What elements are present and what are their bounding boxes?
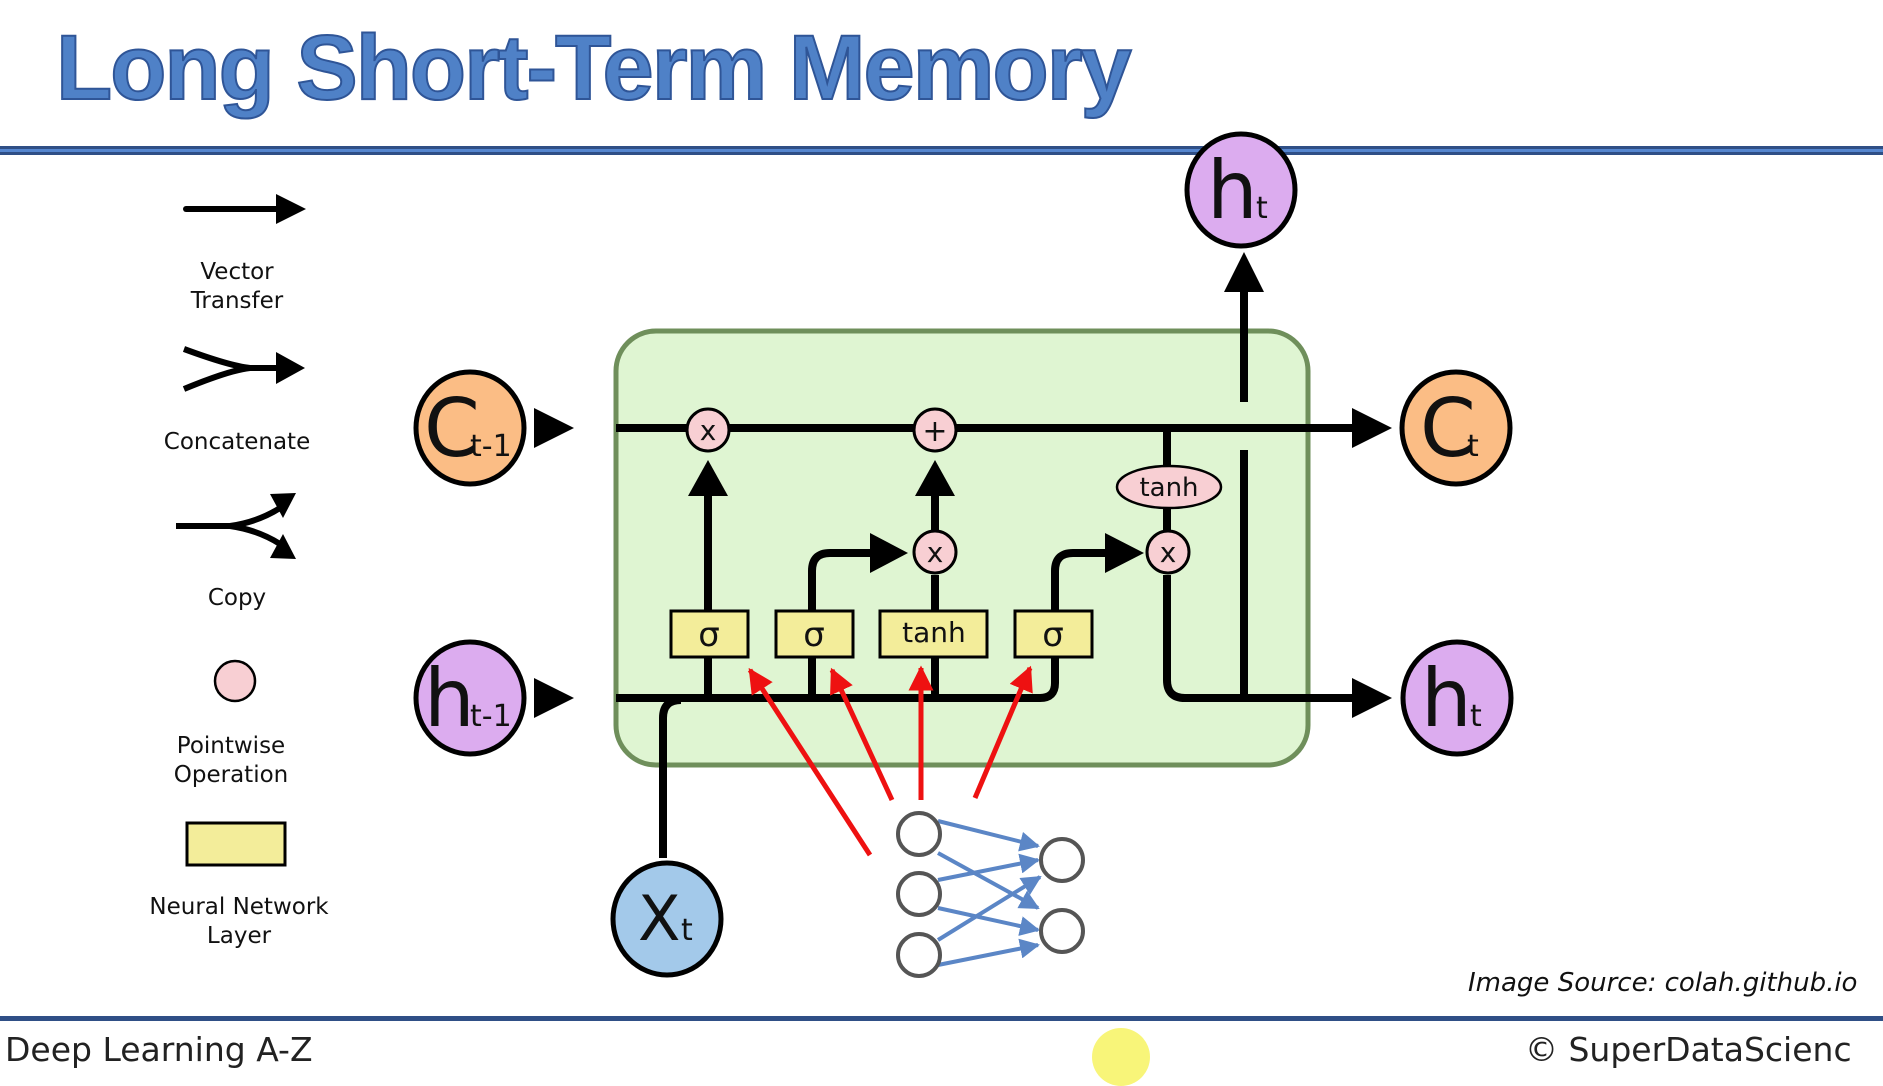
legend-label-concatenate: Concatenate: [164, 429, 310, 455]
legend-label-neural-network: Neural Network: [149, 894, 329, 920]
lstm-diagram: Vector Transfer Concatenate Copy Pointwi…: [149, 131, 1514, 978]
red-arrow-forget: [747, 667, 873, 857]
svg-text:C: C: [424, 382, 480, 475]
svg-text:σ: σ: [803, 615, 825, 655]
mouse-cursor-highlight: [1092, 1028, 1150, 1086]
image-source-caption: Image Source: colah.github.io: [1468, 968, 1858, 998]
node-c-t: C t: [1399, 369, 1513, 487]
input-line: [659, 696, 682, 858]
node-h-t-right: h t: [1400, 639, 1514, 757]
svg-text:σ: σ: [698, 615, 720, 655]
svg-text:tanh: tanh: [902, 616, 966, 649]
arrow-out-hidden-top: [1224, 252, 1264, 292]
neural-network-icon: [896, 811, 1085, 978]
svg-text:t: t: [1256, 191, 1268, 226]
vector-transfer-arrow-icon: [183, 194, 306, 224]
concatenate-arrow-icon: [182, 346, 305, 392]
pointwise-input-mult: x: [912, 529, 958, 575]
svg-text:X: X: [638, 882, 680, 955]
node-h-t-top: h t: [1184, 131, 1298, 249]
footer-divider: [0, 1016, 1883, 1021]
pointwise-output-mult: x: [1145, 529, 1191, 575]
arrow-out-cell-state: [1352, 408, 1392, 448]
svg-text:tanh: tanh: [1139, 473, 1198, 503]
svg-text:h: h: [1421, 652, 1472, 745]
layer-output-sigma: σ: [1013, 609, 1094, 659]
hidden-state-line: [616, 640, 1059, 702]
legend-label-operation: Operation: [174, 762, 288, 788]
copy-arrow-icon: [176, 493, 296, 559]
svg-text:t: t: [1470, 699, 1482, 734]
node-h-prev: h t-1: [413, 639, 527, 757]
legend-label-copy: Copy: [208, 585, 266, 611]
pointwise-cell-tanh: tanh: [1115, 464, 1223, 510]
svg-text:+: +: [922, 414, 947, 449]
svg-text:x: x: [700, 414, 717, 447]
pointwise-add: +: [912, 407, 958, 453]
svg-text:t: t: [681, 913, 693, 948]
arrow-out-hidden: [1352, 678, 1392, 718]
legend-label-pointwise: Pointwise: [177, 733, 285, 759]
legend-label-vector: Vector: [200, 259, 274, 285]
red-arrow-output: [972, 665, 1033, 799]
arrow-into-hidden: [534, 678, 574, 718]
node-c-prev: C t-1: [413, 369, 527, 487]
footer-copyright: © SuperDataScienc: [1525, 1030, 1852, 1069]
svg-text:x: x: [1160, 536, 1177, 569]
footer-course-name: Deep Learning A-Z: [5, 1030, 313, 1069]
arrow-into-cell-state: [534, 408, 574, 448]
svg-text:h: h: [424, 652, 475, 745]
layer-candidate-tanh: tanh: [878, 609, 989, 659]
legend-label-layer: Layer: [207, 923, 272, 949]
title-divider: [0, 146, 1883, 155]
svg-text:σ: σ: [1042, 615, 1064, 655]
pointwise-operation-circle-icon: [213, 659, 257, 703]
node-x-t: X t: [610, 860, 724, 978]
svg-text:C: C: [1420, 382, 1476, 475]
legend-label-transfer: Transfer: [190, 288, 284, 314]
svg-text:h: h: [1207, 144, 1258, 237]
svg-text:t-1: t-1: [470, 699, 512, 734]
layer-forget-sigma: σ: [669, 609, 750, 659]
svg-text:t-1: t-1: [470, 429, 512, 464]
pointwise-forget-mult: x: [685, 407, 731, 453]
svg-text:t: t: [1467, 429, 1479, 464]
legend: Vector Transfer Concatenate Copy Pointwi…: [149, 194, 329, 949]
red-arrow-input: [829, 667, 895, 802]
neural-network-layer-rect-icon: [185, 821, 287, 867]
slide-title: Long Short-Term Memory: [55, 16, 1133, 119]
layer-input-sigma: σ: [774, 609, 855, 659]
svg-text:x: x: [927, 536, 944, 569]
